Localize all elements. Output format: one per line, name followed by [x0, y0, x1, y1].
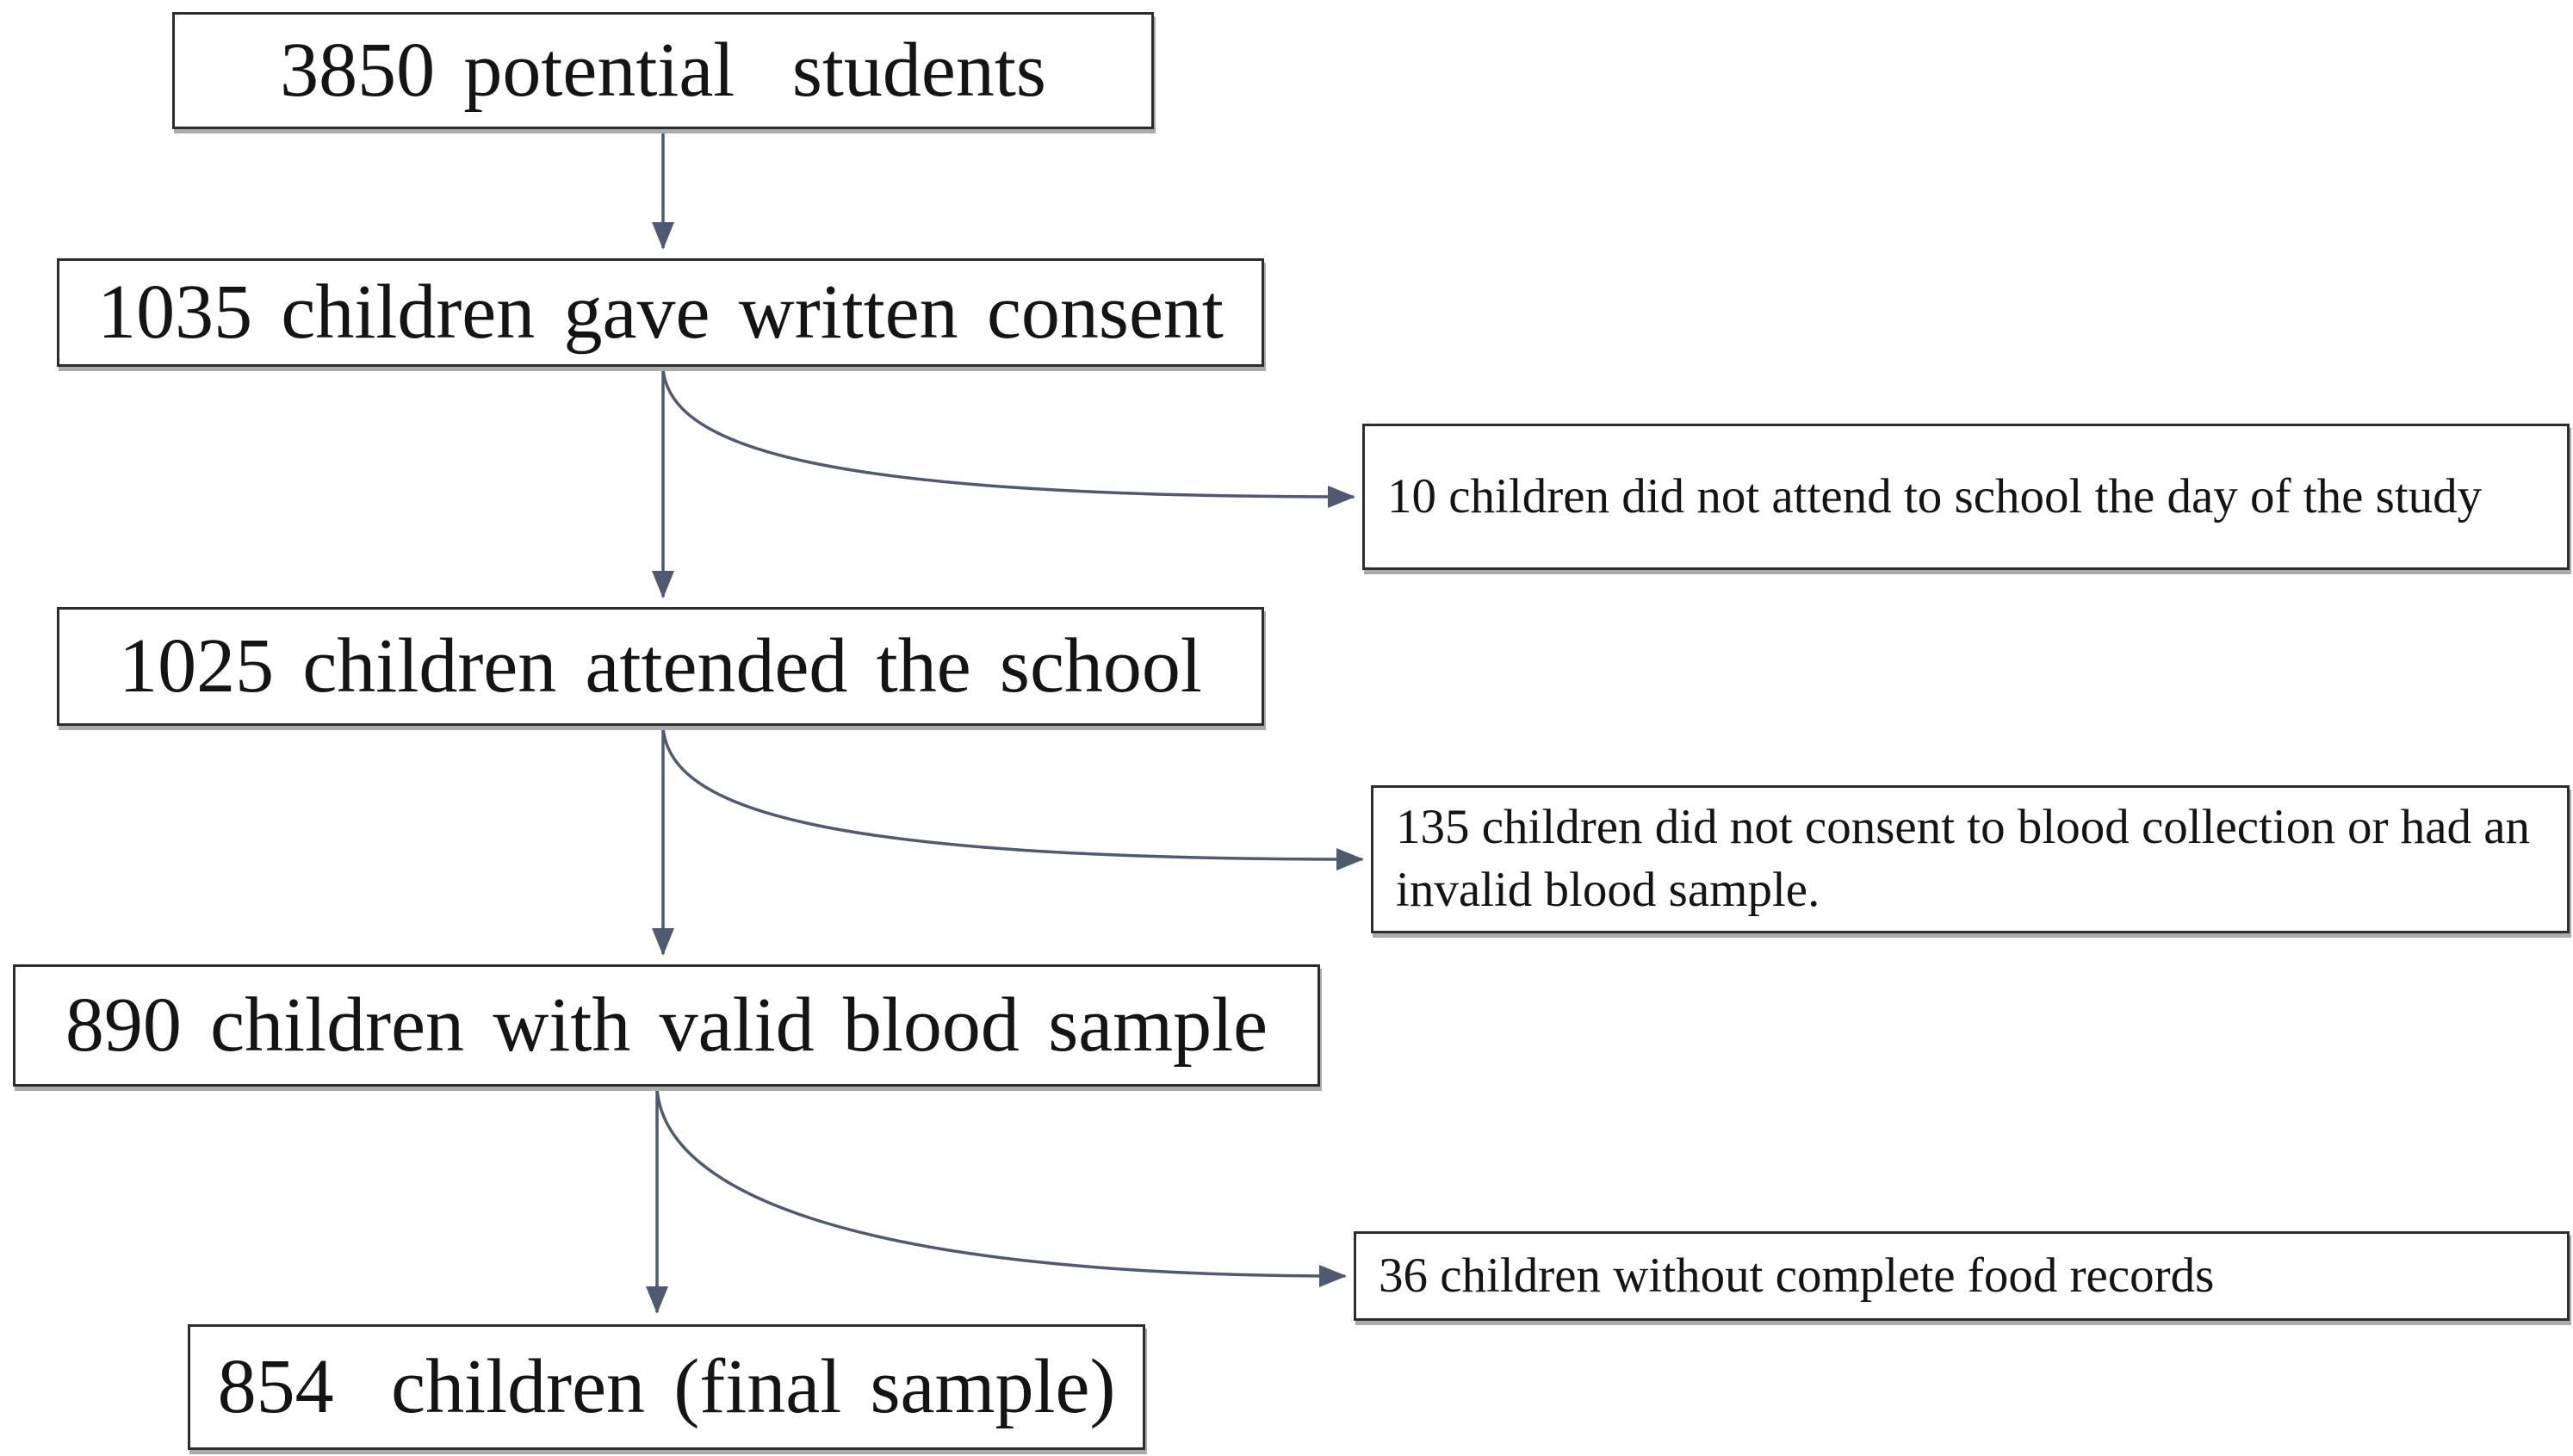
box-excluded-no-blood-consent: 135 children did not consent to blood co… [1371, 785, 2570, 933]
arrow-consent-to-did-not-attend [661, 368, 1355, 508]
box-valid-blood-sample: 890 children with valid blood sample [13, 964, 1320, 1087]
box-potential-students: 3850 potential students [172, 12, 1154, 129]
box-written-consent-label: 1035 children gave written consent [97, 270, 1224, 355]
box-final-sample-label: 854 children (final sample) [217, 1344, 1116, 1429]
box-excluded-did-not-attend-label: 10 children did not attend to school the… [1387, 468, 2483, 524]
arrow-attended-to-no-blood-consent [661, 727, 1364, 871]
box-valid-blood-sample-label: 890 children with valid blood sample [65, 982, 1268, 1068]
box-excluded-incomplete-food-records-label: 36 children without complete food record… [1379, 1248, 2215, 1303]
box-final-sample: 854 children (final sample) [188, 1324, 1145, 1450]
box-excluded-no-blood-consent-label: 135 children did not consent to blood co… [1396, 800, 2531, 917]
box-attended-school-label: 1025 children attended the school [119, 623, 1202, 709]
box-written-consent: 1035 children gave written consent [57, 258, 1264, 367]
box-potential-students-label: 3850 potential students [280, 28, 1046, 113]
box-excluded-incomplete-food-records: 36 children without complete food record… [1354, 1231, 2570, 1321]
box-excluded-did-not-attend: 10 children did not attend to school the… [1362, 424, 2570, 570]
arrow-blood-to-incomplete-food [655, 1087, 1347, 1287]
box-attended-school: 1025 children attended the school [57, 607, 1264, 726]
